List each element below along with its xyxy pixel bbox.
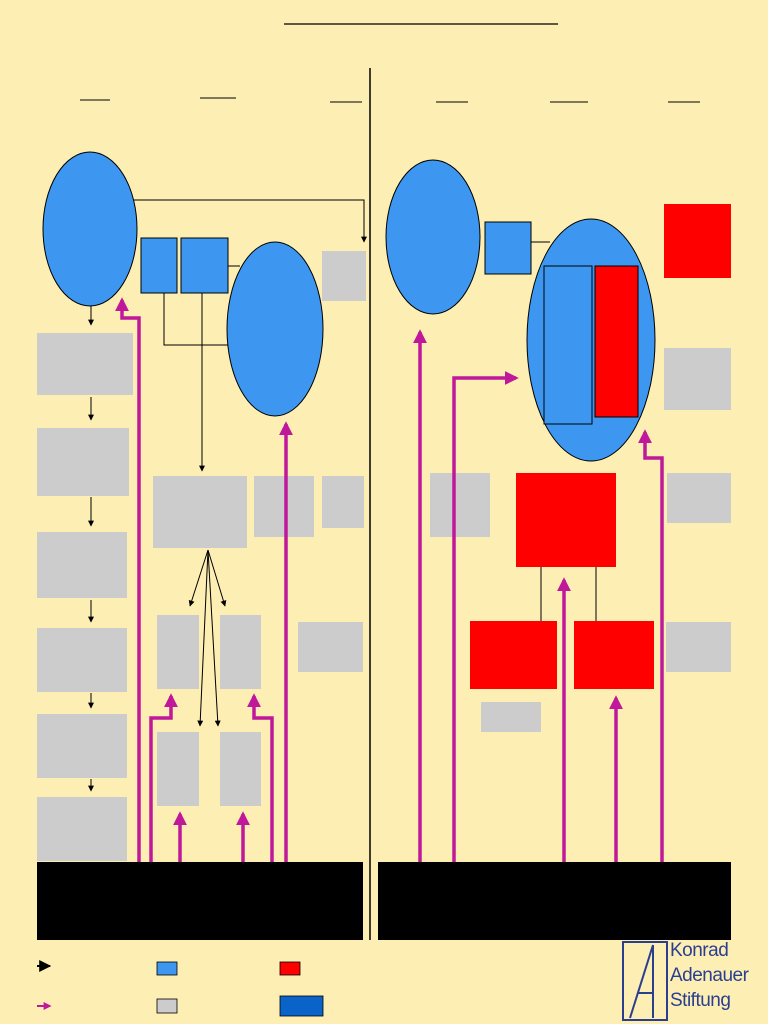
left-grey-box-4 xyxy=(37,628,127,692)
right-red-box-top xyxy=(664,204,731,278)
legend-swatch-dark-blue xyxy=(279,995,324,1017)
influence-arrow-r2 xyxy=(452,371,519,862)
left-ellipse-1 xyxy=(42,151,138,307)
right-ellipse-1 xyxy=(385,159,481,315)
left-footer-bar xyxy=(37,862,363,940)
fan-arrow-4 xyxy=(207,549,221,727)
left-grey-box-2 xyxy=(37,428,129,496)
left-grey-bottom-box-1 xyxy=(157,732,199,806)
left-ellipse-2 xyxy=(226,241,324,417)
left-small-box-1 xyxy=(140,237,178,294)
left-grey-mid-box-2 xyxy=(254,476,314,537)
left-grey-box-5 xyxy=(37,714,127,778)
logo-line-2: Adenauer xyxy=(670,965,749,986)
right-grey-box-1 xyxy=(664,348,731,410)
left-grey-small-top xyxy=(322,251,366,301)
right-footer-bar xyxy=(378,862,731,940)
legend-swatch-blue xyxy=(156,961,178,976)
logo-line-1: Konrad xyxy=(670,940,729,961)
right-inner-red-box xyxy=(594,265,639,418)
left-grey-low-box-1 xyxy=(157,615,199,689)
left-small-box-2 xyxy=(180,237,229,294)
right-grey-low-box xyxy=(481,702,541,732)
right-grey-box-2 xyxy=(667,473,731,523)
logo-line-3: Stiftung xyxy=(670,990,731,1011)
konrad-adenauer-stiftung-logo-icon xyxy=(622,941,668,1021)
right-red-low-box-2 xyxy=(574,621,654,689)
right-grey-box-3 xyxy=(666,622,731,672)
right-grey-mid-box xyxy=(430,473,490,537)
left-grey-box-1 xyxy=(37,333,133,395)
right-red-low-box-1 xyxy=(470,621,557,689)
left-grey-box-3 xyxy=(37,532,127,598)
left-grey-mid-box-1 xyxy=(153,476,247,548)
right-inner-blue-box xyxy=(543,265,593,425)
right-small-box xyxy=(484,221,532,275)
left-grey-mid-box-3 xyxy=(322,476,364,528)
connector-top-left xyxy=(132,199,367,243)
legend-swatch-red xyxy=(279,961,301,976)
right-red-center-box xyxy=(516,473,616,567)
influence-arrow-r5 xyxy=(638,429,664,862)
fan-arrow-2 xyxy=(207,549,227,607)
influence-arrow-l5 xyxy=(247,693,274,862)
left-grey-bottom-box-2 xyxy=(220,732,261,806)
logo-wordmark: Konrad Adenauer Stiftung xyxy=(670,938,766,1013)
left-grey-low-box-3 xyxy=(298,622,363,672)
influence-arrow-l1 xyxy=(115,297,141,862)
connector-box-loop xyxy=(163,293,230,346)
influence-arrow-l2 xyxy=(149,693,178,862)
fan-arrow-1 xyxy=(188,549,209,607)
fan-arrow-3 xyxy=(197,549,209,727)
left-grey-low-box-2 xyxy=(220,615,261,689)
left-grey-box-6 xyxy=(37,797,127,861)
legend-swatch-grey xyxy=(156,998,178,1014)
